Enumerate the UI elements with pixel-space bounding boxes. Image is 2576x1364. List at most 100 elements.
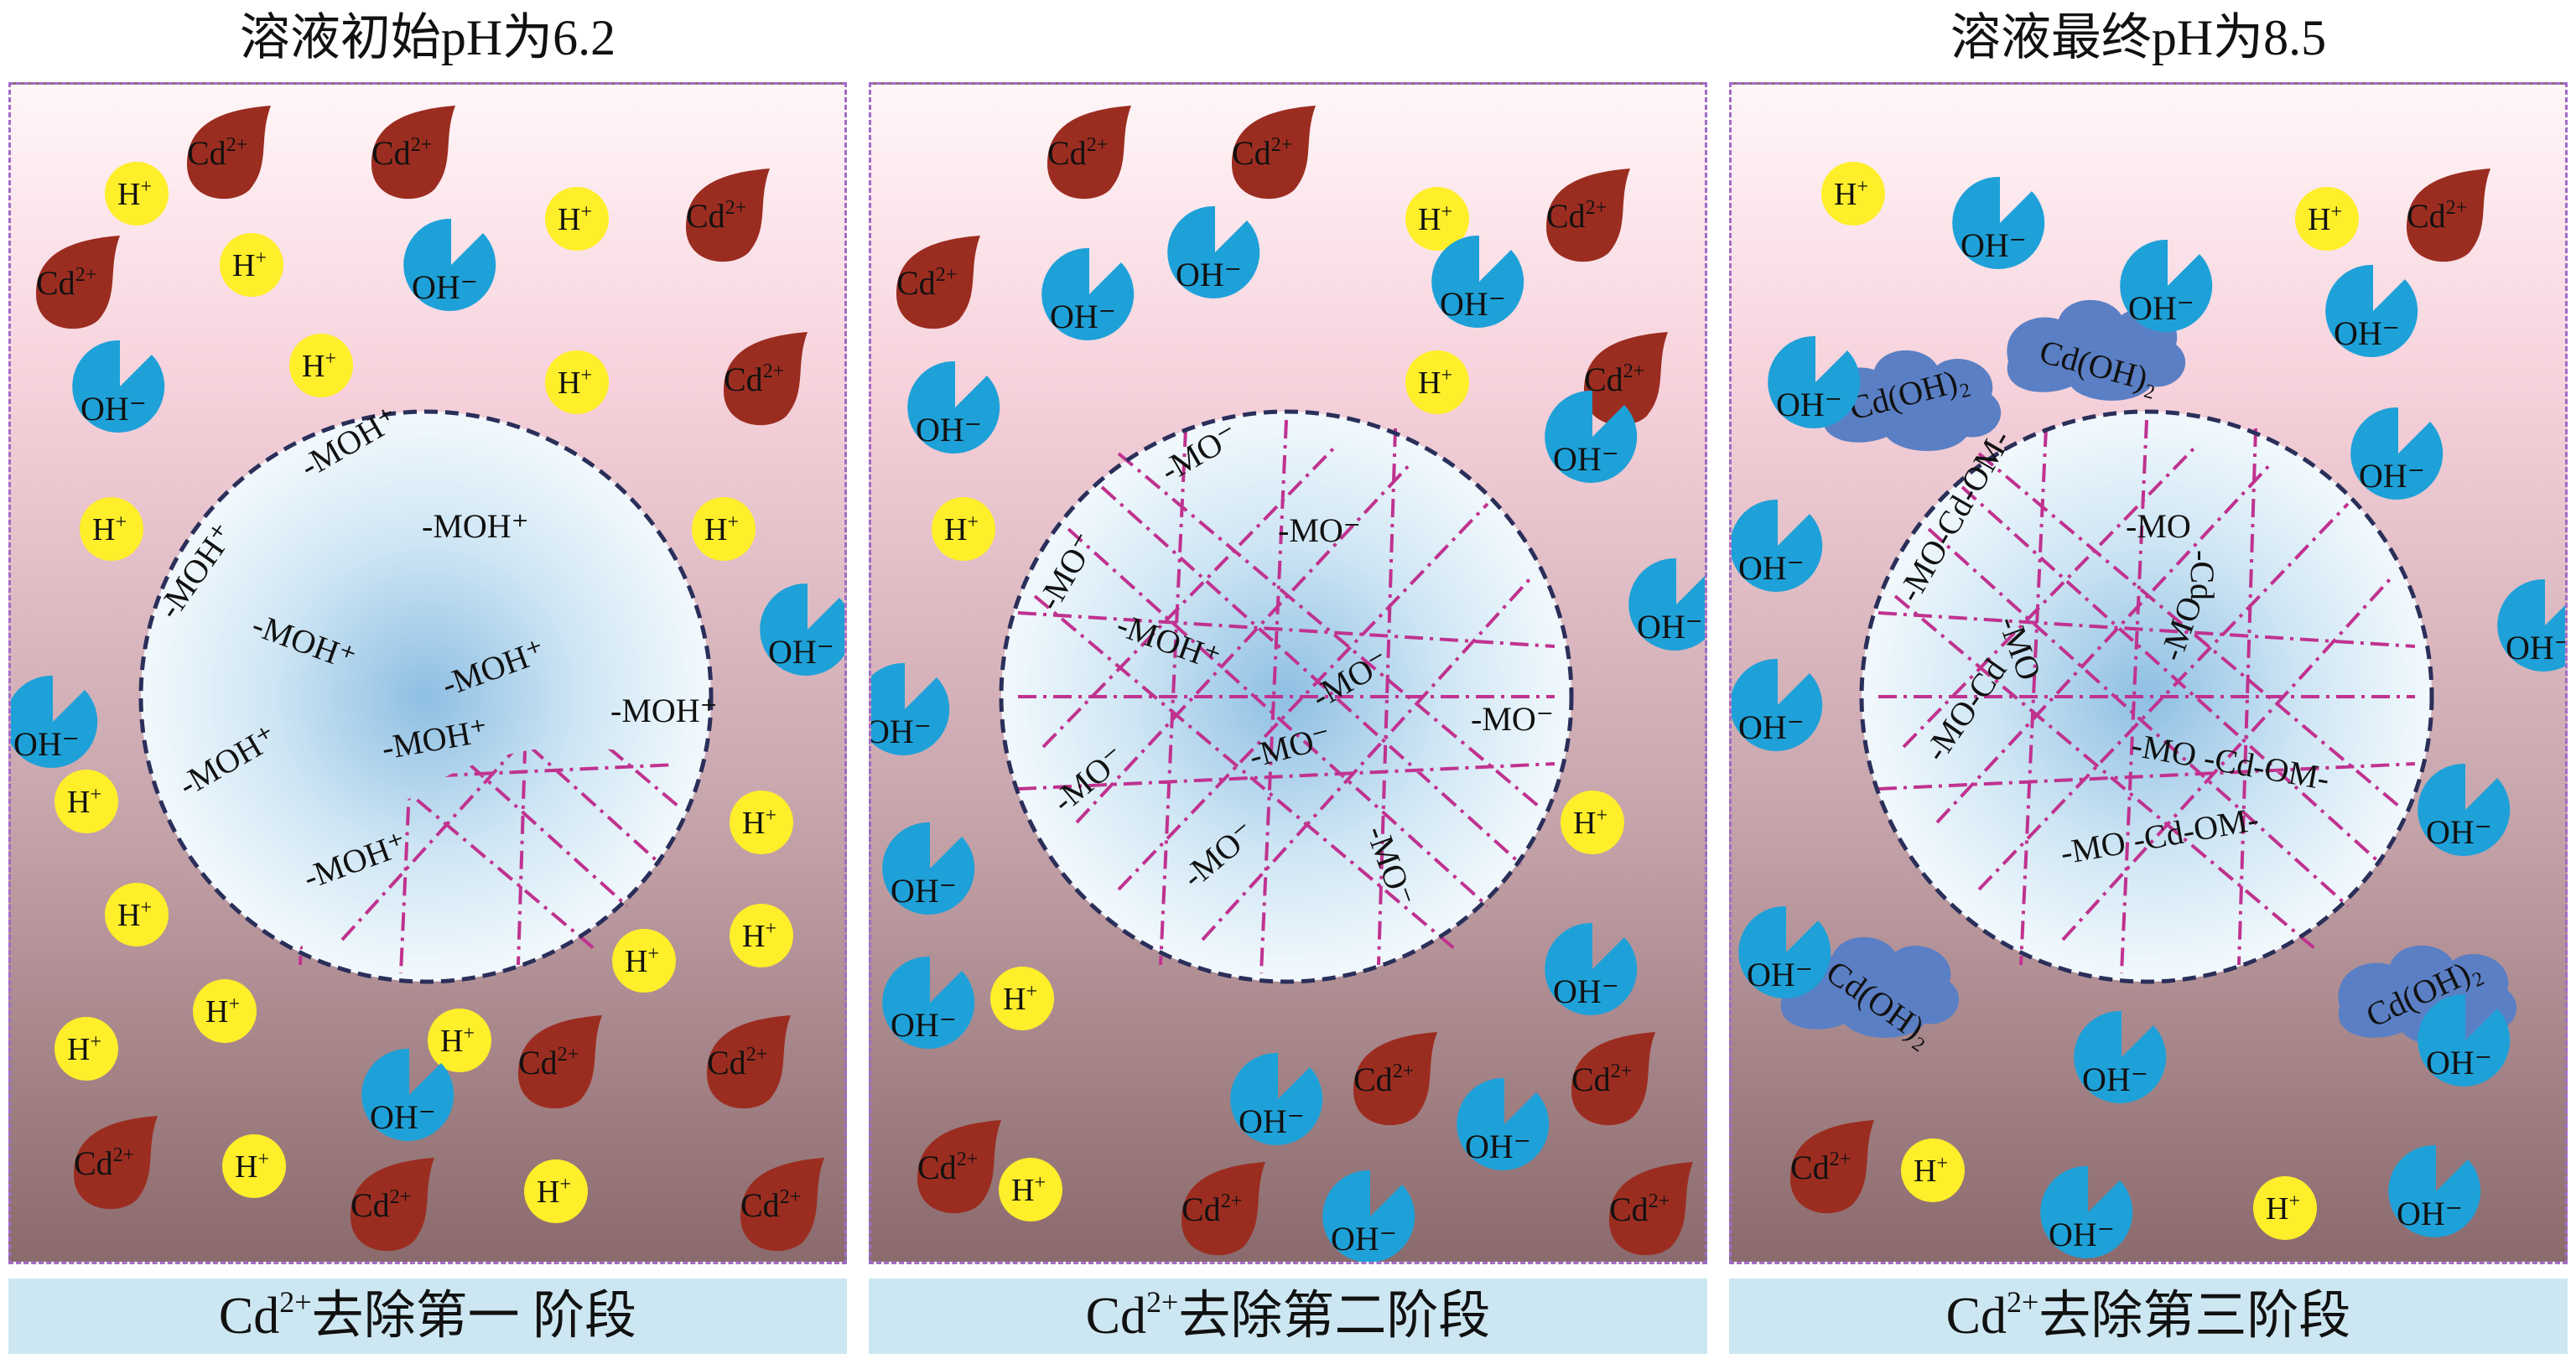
h-ion: H+ [730, 904, 793, 967]
svg-text:OH⁻: OH⁻ [2359, 457, 2425, 495]
svg-text:OH⁻: OH⁻ [1553, 972, 1619, 1010]
svg-text:Cd2+: Cd2+ [1232, 134, 1292, 172]
h-ion: H+ [999, 1158, 1062, 1221]
svg-text:Cd2+: Cd2+ [1609, 1190, 1670, 1228]
svg-text:OH⁻: OH⁻ [2334, 314, 2400, 352]
svg-text:Cd2+: Cd2+ [1182, 1190, 1242, 1228]
caption-sup: 2+ [2007, 1285, 2039, 1319]
svg-text:Cd2+: Cd2+ [1047, 134, 1108, 172]
svg-text:OH⁻: OH⁻ [2426, 813, 2492, 851]
cd-ion: Cd2+ [896, 236, 980, 329]
svg-text:H+: H+ [1834, 176, 1868, 212]
svg-text:OH⁻: OH⁻ [1239, 1102, 1305, 1140]
h-ion: H+ [2253, 1176, 2317, 1240]
oh-ion: OH⁻ [882, 822, 975, 915]
cd-ion: Cd2+ [187, 106, 271, 200]
svg-text:Cd2+: Cd2+ [2407, 197, 2467, 235]
svg-text:H+: H+ [302, 348, 336, 384]
oh-ion: OH⁻ [1457, 1077, 1550, 1170]
oh-ion: OH⁻ [1768, 335, 1861, 428]
svg-text:Cd2+: Cd2+ [36, 264, 96, 302]
h-ion: H+ [289, 334, 353, 397]
h-ion: H+ [105, 162, 169, 226]
svg-text:OH⁻: OH⁻ [871, 713, 932, 750]
initial-ph-title: 溶液初始pH为6.2 [239, 10, 616, 65]
svg-text:H+: H+ [67, 1031, 101, 1067]
caption-text: 去除第一 阶段 [311, 1288, 637, 1345]
h-ion: H+ [2295, 187, 2359, 251]
svg-text:OH⁻: OH⁻ [1961, 226, 2027, 264]
cd-ion: Cd2+ [1047, 106, 1131, 200]
cdoh2-precipitate: Cd(OH)₂ [2007, 299, 2186, 401]
oh-ion: OH⁻ [2497, 578, 2565, 672]
h-ion: H+ [428, 1009, 491, 1072]
cdoh2-precipitate: Cd(OH)₂ [1822, 350, 2002, 451]
cd-ion: Cd2+ [740, 1158, 824, 1252]
oh-ion: OH⁻ [1628, 558, 1705, 651]
oh-ion: OH⁻ [2325, 264, 2418, 357]
svg-text:H+: H+ [1003, 981, 1037, 1017]
h-ion: H+ [932, 497, 995, 561]
svg-text:Cd2+: Cd2+ [1584, 360, 1644, 398]
surface-group: -MO⁻ [1278, 511, 1361, 549]
h-ion: H+ [545, 187, 609, 251]
h-ion: H+ [105, 883, 169, 947]
caption-prefix: Cd [1945, 1288, 2007, 1345]
svg-text:OH⁻: OH⁻ [1776, 386, 1842, 423]
h-ion: H+ [545, 350, 609, 414]
svg-text:Cd2+: Cd2+ [917, 1149, 978, 1186]
adsorbent-sphere [1001, 412, 1571, 982]
cd-ion: Cd2+ [1182, 1162, 1265, 1256]
oh-ion: OH⁻ [2074, 1010, 2167, 1103]
svg-text:H+: H+ [1011, 1172, 1046, 1208]
stage3-panel: -MO-Cd-OM- -MO -Cd -MO -MO -MO-Cd -MO -C… [1729, 82, 2568, 1264]
svg-text:OH⁻: OH⁻ [891, 1006, 957, 1044]
svg-text:H+: H+ [558, 201, 592, 237]
cd-ion: Cd2+ [686, 169, 770, 262]
cd-ion: Cd2+ [724, 332, 808, 426]
svg-text:H+: H+ [117, 176, 152, 212]
svg-text:H+: H+ [440, 1023, 475, 1059]
h-ion: H+ [692, 497, 756, 561]
oh-ion: OH⁻ [1545, 390, 1638, 483]
final-ph-title: 溶液最终pH为8.5 [1950, 10, 2327, 65]
svg-text:Cd2+: Cd2+ [740, 1186, 801, 1224]
svg-text:H+: H+ [704, 511, 739, 547]
cd-ion: Cd2+ [74, 1116, 158, 1210]
caption-prefix: Cd [218, 1288, 280, 1345]
surface-group: -MO [2126, 507, 2191, 545]
cd-ion: Cd2+ [1571, 1032, 1655, 1126]
svg-text:H+: H+ [92, 511, 127, 547]
oh-ion: OH⁻ [1732, 658, 1823, 751]
oh-ion: OH⁻ [1545, 922, 1638, 1015]
svg-text:H+: H+ [2308, 201, 2342, 237]
surface-group: -MOH⁺ [422, 507, 529, 545]
oh-ion: OH⁻ [72, 340, 165, 433]
cd-ion: Cd2+ [707, 1015, 791, 1109]
cd-ion: Cd2+ [1584, 332, 1668, 426]
h-ion: H+ [1405, 350, 1469, 414]
adsorbent-sphere [1862, 412, 2432, 982]
h-ion: H+ [80, 497, 143, 561]
svg-text:H+: H+ [742, 805, 776, 841]
svg-text:H+: H+ [235, 1149, 269, 1185]
h-ion: H+ [1405, 187, 1469, 251]
svg-text:H+: H+ [625, 943, 659, 979]
oh-ion: OH⁻ [1732, 499, 1823, 592]
oh-ion: OH⁻ [1431, 235, 1524, 328]
stage1-panel: -MOH⁺ -MOH⁺ -MOH⁺ -MOH⁺ -MOH⁺ -MOH⁺ -MOH… [8, 82, 847, 1264]
svg-text:H+: H+ [537, 1174, 571, 1210]
svg-text:Cd2+: Cd2+ [1790, 1149, 1851, 1186]
stage2-canvas: -MO⁻ -MO⁻ -MO⁻ -MOH⁺ -MO⁻ -MO⁻ -MO⁻ -MO⁻… [871, 106, 1705, 1262]
svg-text:Cd2+: Cd2+ [1571, 1061, 1632, 1098]
cd-ion: Cd2+ [518, 1015, 602, 1109]
cd-ion: Cd2+ [1353, 1032, 1437, 1126]
oh-ion: OH⁻ [1041, 247, 1135, 340]
svg-text:H+: H+ [67, 784, 101, 820]
svg-text:H+: H+ [2266, 1190, 2300, 1227]
svg-text:Cd2+: Cd2+ [707, 1044, 767, 1081]
oh-ion: OH⁻ [2418, 993, 2511, 1087]
oh-ion: OH⁻ [1952, 176, 2045, 269]
svg-text:Cd2+: Cd2+ [74, 1144, 134, 1182]
svg-text:H+: H+ [205, 993, 240, 1029]
